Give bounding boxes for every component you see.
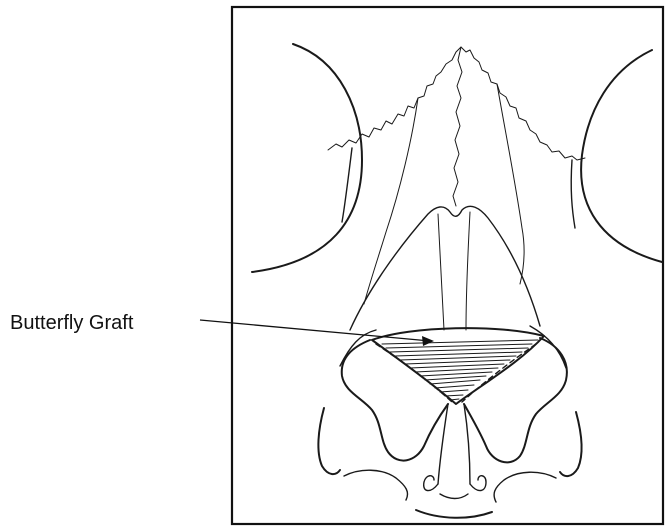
left-alar-crease	[344, 470, 408, 500]
nasal-midline	[453, 47, 462, 206]
left-nostril-curl	[424, 476, 438, 491]
right-orbit-outline	[581, 50, 662, 262]
callout-leader-line	[200, 320, 430, 341]
right-nasolabial-outer	[560, 412, 582, 476]
left-orbit-outline	[252, 44, 362, 272]
figure-frame	[232, 7, 663, 524]
dorsal-arch	[350, 206, 540, 330]
columella-base	[440, 494, 468, 499]
right-nasal-bone-edge	[461, 47, 585, 160]
right-alar-crease	[494, 472, 556, 502]
columella-right	[464, 404, 470, 484]
septum-left-line	[438, 214, 444, 330]
graft-hatching	[382, 340, 538, 400]
left-sidewall-line	[364, 98, 418, 304]
left-orbit-inner	[342, 148, 352, 222]
right-alar-outer	[530, 326, 566, 368]
left-lateral-crus-dashed	[376, 344, 452, 402]
butterfly-graft	[372, 328, 544, 404]
septum-right-line	[466, 212, 470, 330]
left-nasal-bone-edge	[328, 47, 461, 150]
left-nasolabial-outer	[318, 408, 340, 474]
right-alar-lobule	[464, 338, 567, 462]
right-nostril-curl	[470, 476, 486, 491]
upper-lip-line	[416, 510, 492, 518]
right-orbit-inner	[571, 160, 575, 228]
butterfly-graft-label: Butterfly Graft	[10, 312, 133, 335]
left-alar-lobule	[342, 340, 448, 461]
callout-arrowhead	[422, 336, 434, 346]
